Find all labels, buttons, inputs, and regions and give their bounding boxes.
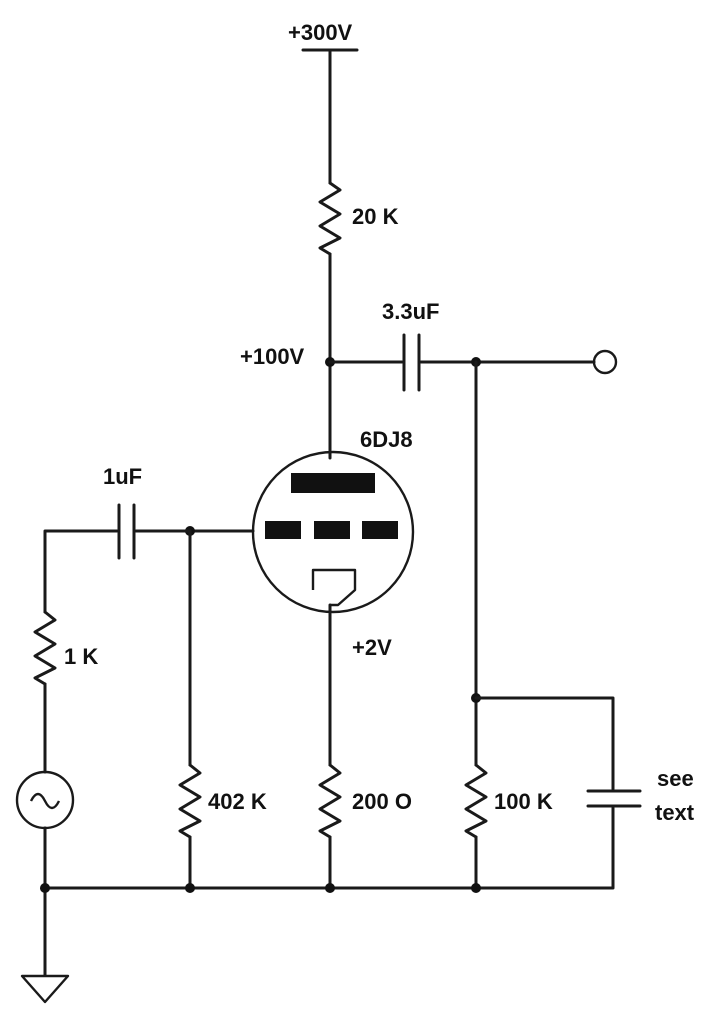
output-capacitor bbox=[402, 333, 421, 392]
plate-resistor bbox=[318, 181, 342, 256]
tube-label: 6DJ8 bbox=[360, 427, 413, 452]
note-label-line1: see bbox=[657, 766, 694, 791]
cathode-resistor-label: 200 O bbox=[352, 789, 412, 814]
ground-node bbox=[40, 883, 50, 893]
ground-symbol bbox=[20, 974, 70, 1004]
ground-node bbox=[471, 883, 481, 893]
ground-node bbox=[325, 883, 335, 893]
tube-cathode bbox=[311, 568, 357, 607]
supply-terminal bbox=[301, 48, 359, 185]
source-resistor bbox=[33, 610, 57, 686]
plate-resistor-label: 20 K bbox=[352, 204, 399, 229]
tube-grid-segment bbox=[265, 521, 301, 539]
grid-resistor bbox=[178, 763, 202, 839]
load-capacitor bbox=[586, 789, 642, 808]
plate-voltage-label: +100V bbox=[240, 344, 305, 369]
supply-voltage-label: +300V bbox=[288, 20, 353, 45]
output-capacitor-label: 3.3uF bbox=[382, 299, 439, 324]
load-resistor bbox=[464, 763, 488, 839]
cathode-voltage-label: +2V bbox=[352, 635, 392, 660]
input-capacitor-label: 1uF bbox=[103, 464, 142, 489]
tube-plate bbox=[291, 473, 375, 493]
ground-node bbox=[185, 883, 195, 893]
load-resistor-label: 100 K bbox=[494, 789, 553, 814]
tube-grid-segment bbox=[314, 521, 350, 539]
signal-source bbox=[15, 770, 75, 830]
source-resistor-label: 1 K bbox=[64, 644, 98, 669]
tube-grid-segment bbox=[362, 521, 398, 539]
tube-6dj8 bbox=[251, 450, 415, 614]
note-label-line2: text bbox=[655, 800, 695, 825]
output-terminal bbox=[592, 349, 618, 375]
cathode-resistor bbox=[318, 763, 342, 839]
input-capacitor bbox=[117, 503, 136, 560]
grid-resistor-label: 402 K bbox=[208, 789, 267, 814]
